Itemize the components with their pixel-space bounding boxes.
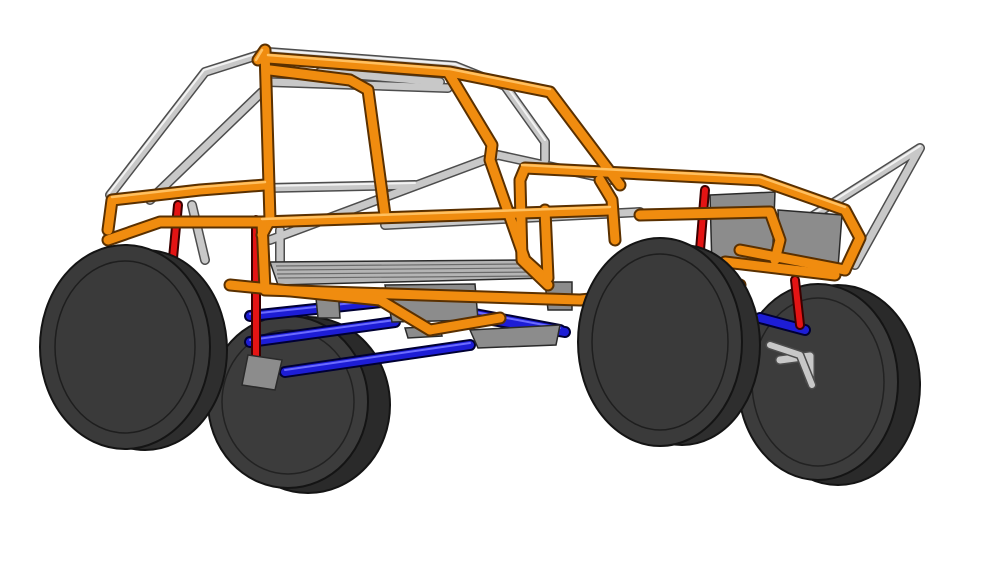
rear-near-wheel — [39, 244, 228, 451]
front-far-wheel — [737, 283, 921, 486]
rear-far-wheel — [207, 315, 391, 494]
front-near-wheel — [577, 237, 761, 447]
front-suspension-detail — [765, 340, 817, 390]
secondary-tubes — [105, 47, 925, 385]
